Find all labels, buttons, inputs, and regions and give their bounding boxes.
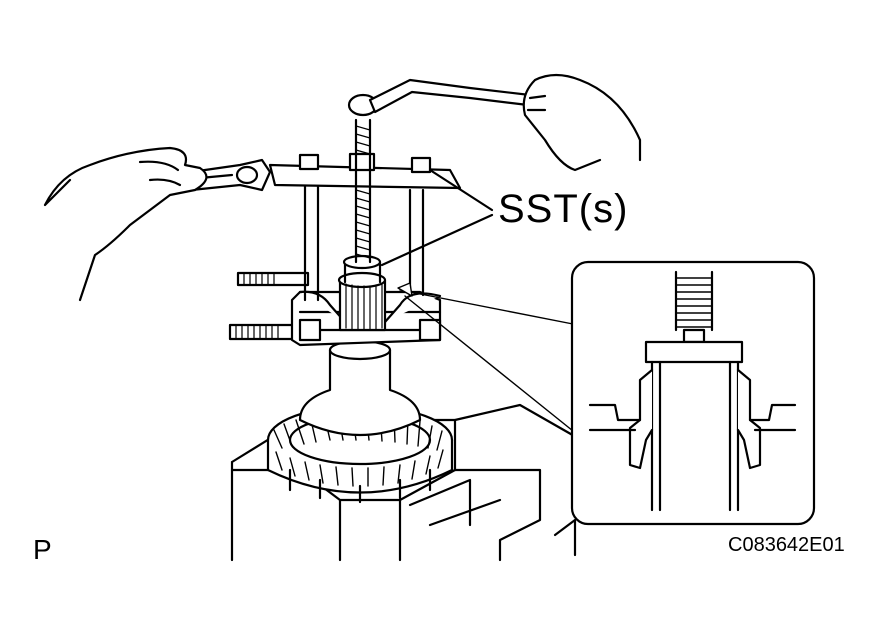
callout-leaders (380, 168, 494, 267)
puller-lower-bar (228, 271, 442, 347)
figure-code: C083642E01 (728, 534, 845, 556)
detail-inset (570, 260, 816, 526)
view-letter: P (33, 534, 52, 565)
differential-case (298, 339, 422, 437)
puller-frame (268, 93, 462, 302)
bearing-and-shaft (337, 254, 387, 332)
left-hand (43, 146, 208, 302)
detail-connector (397, 282, 579, 436)
right-hand (522, 73, 642, 172)
sst-callout-label: SST(s) (498, 187, 629, 231)
right-wrench (368, 78, 532, 114)
